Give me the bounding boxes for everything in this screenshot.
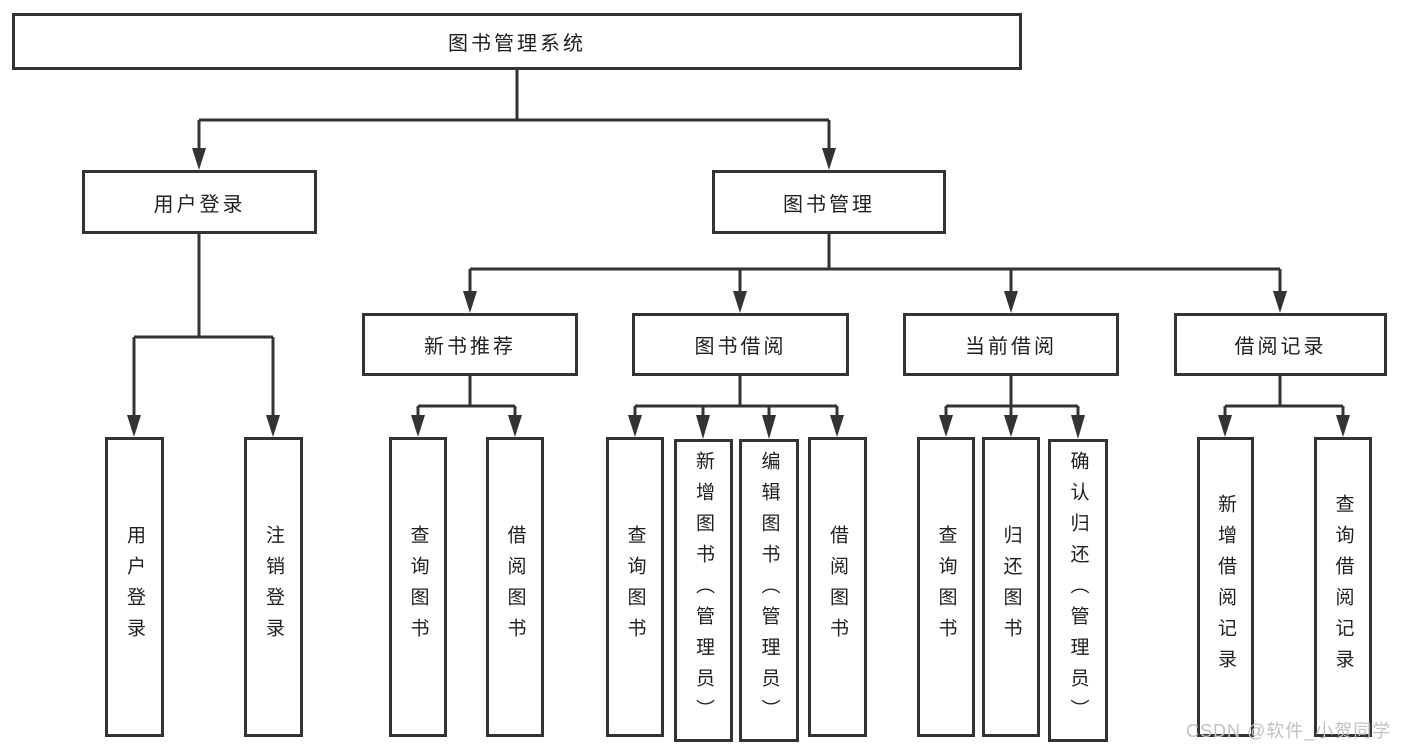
leaf-newbook-borrow-books: 借阅图书	[486, 437, 544, 737]
node-current-borrowing: 当前借阅	[903, 313, 1119, 376]
leaf-records-add-record: 新增借阅记录	[1197, 437, 1254, 737]
leaf-borrowing-query-books: 查询图书	[606, 437, 664, 737]
node-book-borrowing: 图书借阅	[632, 313, 849, 376]
leaf-logout: 注销登录	[244, 437, 303, 737]
leaf-current-query-books: 查询图书	[917, 437, 975, 737]
leaf-newbook-query-books: 查询图书	[389, 437, 447, 737]
leaf-current-return-books: 归还图书	[982, 437, 1040, 737]
leaf-borrowing-edit-books-admin: 编辑图书（管理员）	[739, 439, 799, 742]
node-book-management: 图书管理	[712, 170, 946, 234]
node-user-login: 用户登录	[82, 170, 317, 234]
leaf-user-login: 用户登录	[105, 437, 164, 737]
node-borrow-records: 借阅记录	[1174, 313, 1387, 376]
arrowheads	[127, 148, 1350, 439]
node-library-management-system: 图书管理系统	[12, 13, 1022, 70]
leaf-records-query-record: 查询借阅记录	[1314, 437, 1372, 737]
leaf-borrowing-borrow-books: 借阅图书	[808, 437, 867, 737]
leaf-current-confirm-return-admin: 确认归还（管理员）	[1048, 439, 1108, 742]
csdn-watermark: CSDN @软件_小贺同学	[1186, 721, 1392, 741]
leaf-borrowing-add-books-admin: 新增图书（管理员）	[674, 439, 733, 742]
node-new-book-recommend: 新书推荐	[362, 313, 578, 376]
